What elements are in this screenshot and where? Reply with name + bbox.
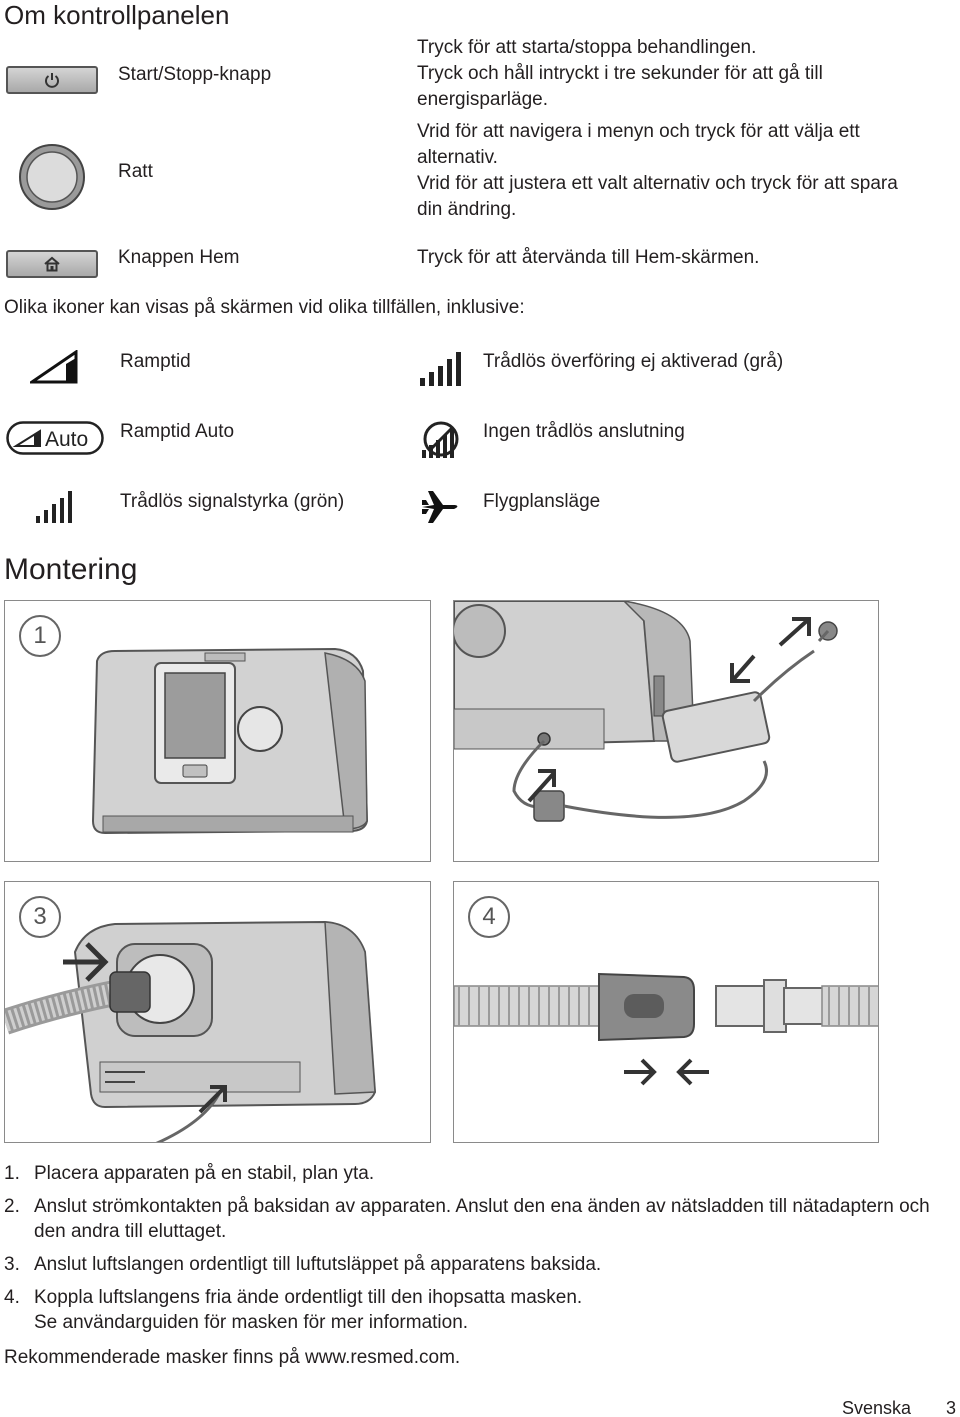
step-text: Placera apparaten på en stabil, plan yta…: [34, 1163, 375, 1184]
device-front-illustration: [91, 647, 369, 835]
control-panel-title: Om kontrollpanelen: [4, 0, 230, 30]
control-desc-dial: Vrid för att navigera i menyn och tryck …: [417, 121, 898, 220]
wireless-gray-icon: [420, 352, 462, 391]
step-item: 2. Anslut strömkontakten på baksidan av a…: [4, 1194, 944, 1244]
figure-4: 4: [453, 881, 879, 1143]
step-item: 3. Anslut luftslangen ordentligt till luf…: [4, 1252, 944, 1277]
figure-1: 1: [4, 600, 431, 862]
power-button-icon: [6, 66, 98, 94]
step-text: Anslut strömkontakten på baksidan av app…: [34, 1196, 930, 1242]
control-desc-power: Tryck för att starta/stoppa behandlingen…: [417, 37, 823, 110]
recommendation-text: Rekommenderade masker finns på www.resme…: [4, 1347, 461, 1368]
power-icon: [45, 73, 59, 88]
screen-icon-label-airplane: Flygplansläge: [483, 491, 601, 512]
step-number: 3.: [4, 1254, 20, 1275]
airplane-icon: [420, 489, 460, 530]
control-label-dial: Ratt: [118, 161, 153, 182]
screen-icon-label-wireless-green: Trådlös signalstyrka (grön): [120, 491, 345, 512]
page-number: 3: [946, 1398, 957, 1417]
mask-tube-connection-illustration: [454, 972, 878, 1086]
control-label-power: Start/Stopp-knapp: [118, 64, 272, 85]
screen-icon-label-ramp: Ramptid: [120, 351, 191, 372]
screen-icon-label-ramp-auto: Ramptid Auto: [120, 421, 235, 442]
screen-icon-label-no-wireless: Ingen trådlös anslutning: [483, 421, 685, 442]
ramp-icon: [27, 349, 78, 389]
step-item: 1. Placera apparaten på en stabil, plan y…: [4, 1161, 944, 1186]
step-number: 4.: [4, 1287, 20, 1308]
ramp-auto-icon: Auto: [6, 421, 104, 460]
air-tube-connection-illustration: [5, 920, 377, 1142]
icons-intro: Olika ikoner kan visas på skärmen vid ol…: [4, 297, 525, 318]
figure-number: 3: [19, 896, 61, 938]
mounting-title: Montering: [4, 553, 138, 586]
step-text: Anslut luftslangen ordentligt till luftu…: [34, 1254, 602, 1275]
no-wireless-icon: [420, 418, 462, 465]
wireless-green-icon: [36, 491, 74, 528]
control-label-home: Knappen Hem: [118, 247, 240, 268]
power-connection-illustration: [454, 601, 838, 822]
step-text: Koppla luftslangens fria ände ordentligt…: [34, 1287, 583, 1333]
step-item: 4. Koppla luftslangens fria ände ordentli…: [4, 1285, 944, 1335]
figure-2: 2: [453, 600, 879, 862]
screen-icon-label-wireless-gray: Trådlös överföring ej aktiverad (grå): [483, 351, 784, 372]
home-icon: [44, 256, 60, 272]
figure-number: 4: [468, 896, 510, 938]
step-number: 2.: [4, 1196, 20, 1217]
dial-icon: [18, 143, 86, 216]
control-desc-home: Tryck för att återvända till Hem-skärmen…: [417, 247, 760, 268]
footer-language: Svenska: [842, 1398, 912, 1417]
setup-steps: 1. Placera apparaten på en stabil, plan y…: [4, 1161, 944, 1343]
ramp-auto-icon-text: Auto: [45, 428, 88, 451]
step-number: 1.: [4, 1163, 20, 1184]
figure-number: 1: [19, 615, 61, 657]
figure-3: 3: [4, 881, 431, 1143]
home-button-icon: [6, 250, 98, 278]
